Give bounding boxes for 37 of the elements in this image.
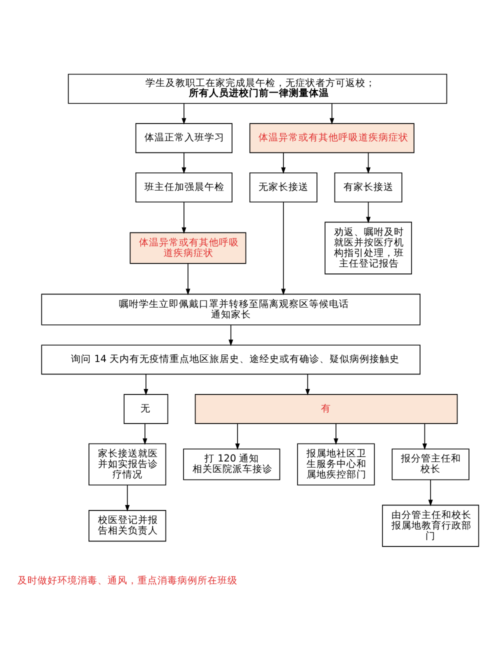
node-box: 由分管主任和校长报属地教育行政部门 [382, 504, 480, 546]
arrow [428, 478, 433, 506]
label: 及时做好环境消毒、通风，重点消毒病例所在班级 [17, 575, 238, 586]
arrow [182, 201, 186, 234]
arrow [228, 324, 234, 346]
arrow [182, 102, 186, 124]
node-box: 嘱咐学生立即佩戴口罩并转移至隔离观察区等候电话通知家长 [41, 293, 420, 325]
arrow [330, 102, 334, 124]
node-box: 校医登记并报告相关负责人 [88, 510, 166, 542]
node-box: 家长接送就医并如实报告诊疗情况 [88, 442, 166, 485]
node-box: 班主任加强晨午检 [135, 172, 232, 202]
arrow [144, 374, 148, 395]
node-box: 体温正常入班学习 [135, 122, 232, 153]
node-box: 打 120 通知相关医院派车接诊 [183, 448, 280, 480]
arrow [422, 422, 427, 450]
arrow [281, 201, 286, 295]
node-box: 体温异常或有其他呼吸道疾病症状 [249, 122, 414, 153]
arrow [235, 422, 240, 450]
arrow [281, 152, 286, 174]
node-box: 无家长接送 [249, 172, 318, 202]
node-box: 学生及教职工在家完成晨午检，无症状者方可返校； 所有人员进校门前一律测量体温 [68, 73, 448, 104]
node-box: 有家长接送 [334, 172, 402, 202]
arrow [142, 422, 148, 444]
arrow [334, 422, 338, 444]
arrow [186, 262, 190, 295]
arrow [125, 484, 130, 512]
arrow [182, 152, 186, 174]
node-box: 劝返、嘱咐及时就医并按医疗机构指引处理，班主任登记报告 [324, 221, 412, 274]
node-box: 报分管主任和校长 [392, 448, 470, 480]
node-box: 报属地社区卫生服务中心和属地疾控部门 [297, 442, 375, 485]
arrow [305, 374, 310, 395]
node-box: 体温异常或有其他呼吸道疾病症状 [130, 232, 246, 264]
node-box: 有 [194, 394, 458, 424]
node-box: 无 [124, 394, 168, 424]
arrow [366, 152, 371, 174]
arrow [366, 201, 371, 223]
node-box: 询问 14 天内有无疫情重点地区旅居史、途经史或有确诊、疑似病例接触史 [41, 344, 420, 374]
